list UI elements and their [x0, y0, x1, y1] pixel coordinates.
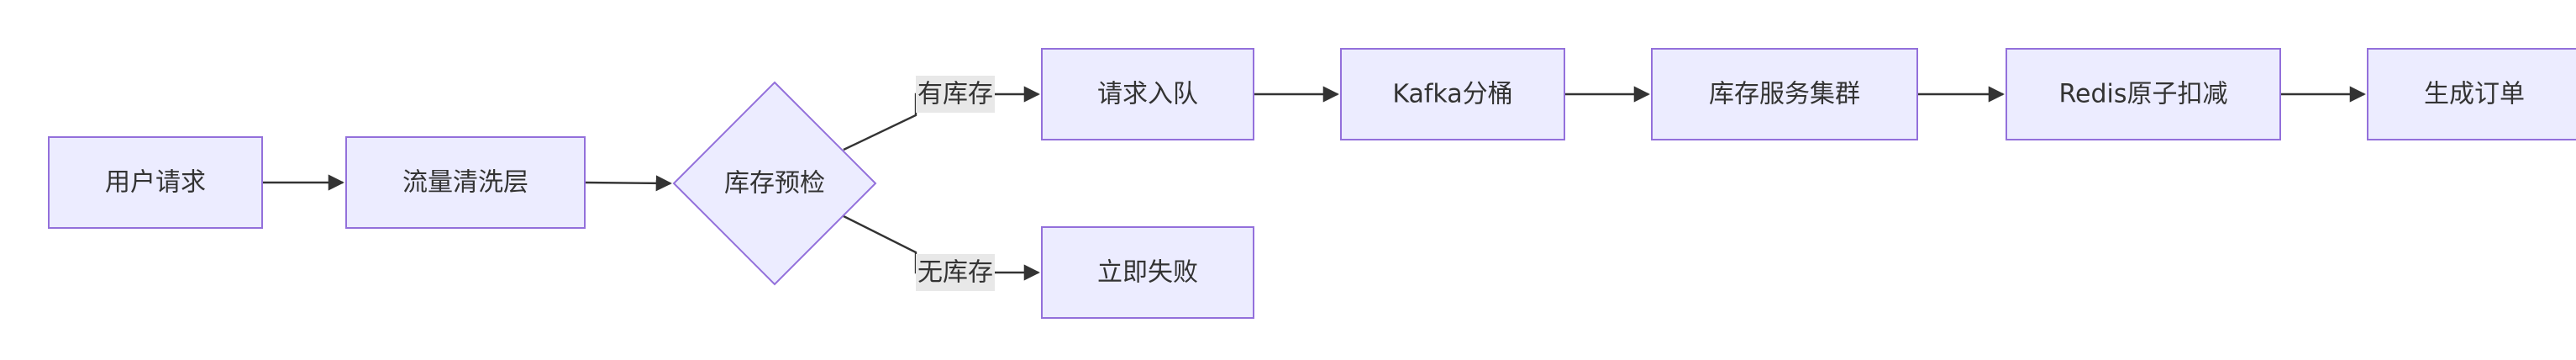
node-inventory-cluster-box — [1651, 48, 1918, 140]
node-traffic-cleaning-label: 流量清洗层 — [402, 168, 528, 198]
node-enqueue-request-box — [1041, 48, 1254, 140]
node-generate-order-box — [2367, 48, 2576, 140]
edge-label-out-of-stock-bg — [916, 254, 995, 291]
node-kafka-buckets: Kafka分桶 — [1340, 48, 1565, 140]
node-inventory-precheck: 库存预检 — [672, 81, 877, 286]
node-inventory-cluster: 库存服务集群 — [1651, 48, 1918, 140]
node-traffic-cleaning-box — [345, 136, 586, 229]
edge-label-in-stock-bg — [916, 76, 995, 113]
node-inventory-cluster-label: 库存服务集群 — [1709, 80, 1860, 109]
edge-label-out-of-stock-text: 无库存 — [917, 258, 993, 288]
node-generate-order-label: 生成订单 — [2424, 80, 2525, 109]
node-fail-immediately-label: 立即失败 — [1097, 258, 1198, 288]
edge-label-in-stock: 有库存 — [916, 76, 995, 113]
edge-label-in-stock-text: 有库存 — [917, 80, 993, 109]
node-traffic-cleaning: 流量清洗层 — [345, 136, 586, 229]
node-user-request-label: 用户请求 — [105, 168, 206, 198]
edge-label-out-of-stock: 无库存 — [916, 254, 995, 291]
node-kafka-buckets-label: Kafka分桶 — [1392, 80, 1512, 109]
node-fail-immediately-box — [1041, 226, 1254, 319]
node-user-request: 用户请求 — [48, 136, 263, 229]
node-user-request-box — [48, 136, 263, 229]
node-inventory-precheck-diamond — [672, 81, 877, 286]
node-kafka-buckets-box — [1340, 48, 1565, 140]
node-redis-atomic-decrement-label: Redis原子扣减 — [2059, 80, 2228, 109]
node-redis-atomic-decrement-box — [2006, 48, 2281, 140]
node-fail-immediately: 立即失败 — [1041, 226, 1254, 319]
node-redis-atomic-decrement: Redis原子扣减 — [2006, 48, 2281, 140]
node-enqueue-request: 请求入队 — [1041, 48, 1254, 140]
node-inventory-precheck-label: 库存预检 — [724, 169, 825, 199]
node-generate-order: 生成订单 — [2367, 48, 2576, 140]
node-enqueue-request-label: 请求入队 — [1097, 80, 1198, 109]
